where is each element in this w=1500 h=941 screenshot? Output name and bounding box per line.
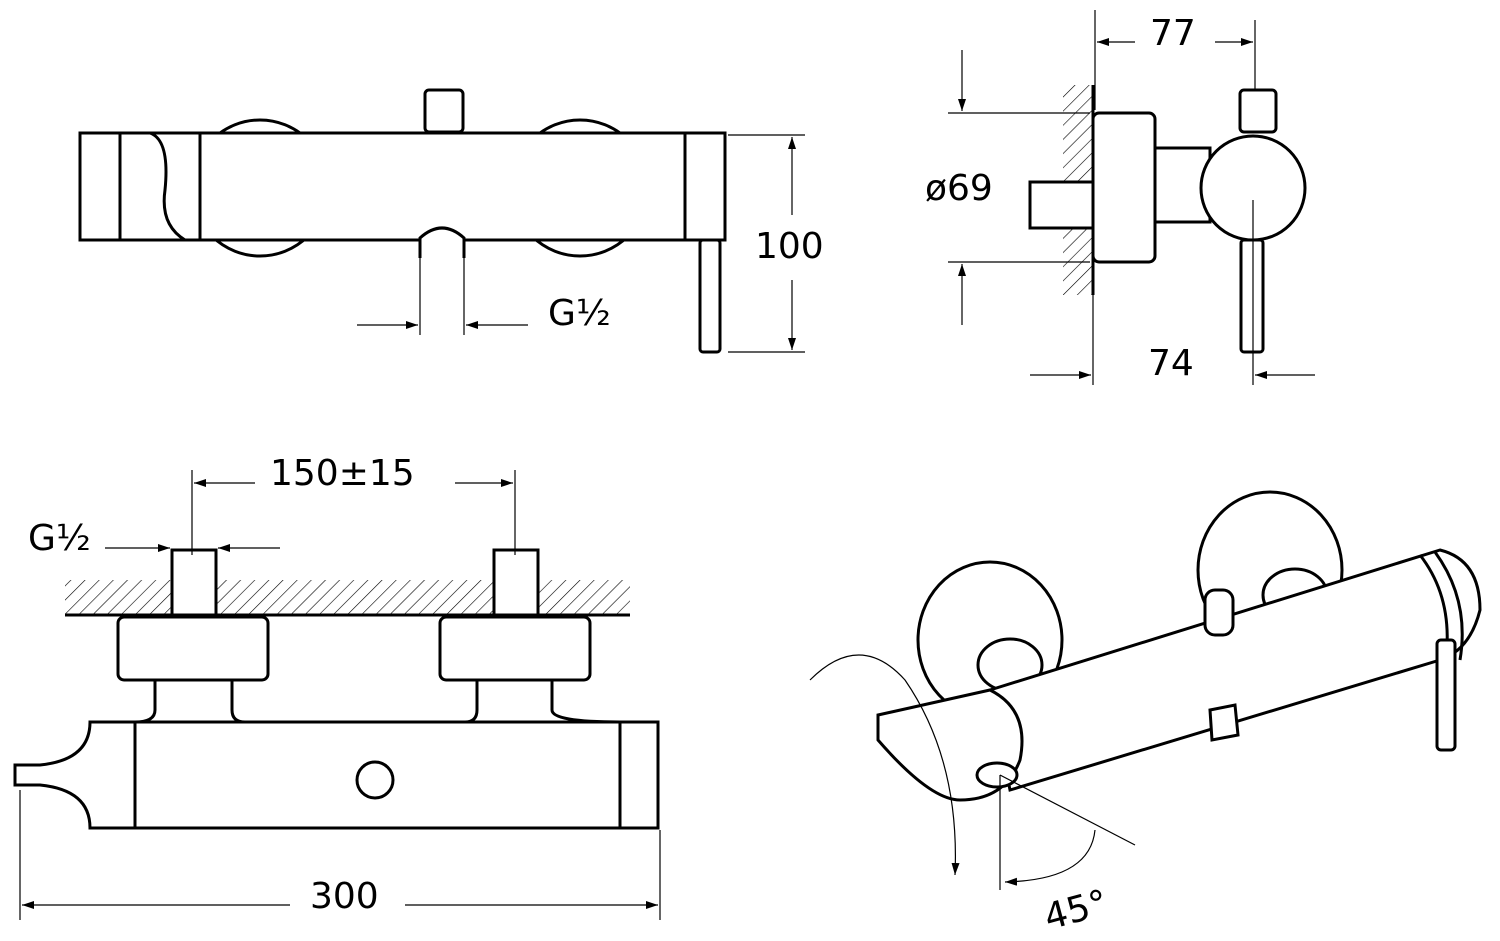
right-rosette: [438, 615, 592, 682]
width-dimension-label: 300: [310, 876, 379, 917]
left-rosette: [116, 615, 270, 682]
inlet-thread-label: G½: [28, 518, 91, 559]
left-inlet: [170, 548, 218, 617]
depth-dimension-label: 77: [1150, 13, 1196, 54]
front-view: 100 G½: [78, 88, 824, 354]
inlet-outlet: [418, 226, 466, 258]
lever-handle: [698, 238, 722, 354]
lever-handle: [1239, 238, 1265, 354]
lever-handle: [1435, 638, 1457, 752]
diverter-knob: [1238, 88, 1278, 134]
wall-hatch: [65, 580, 630, 615]
diameter-dimension-label: ø69: [925, 168, 993, 209]
diverter-knob: [423, 88, 465, 134]
outlet-thread: [1208, 703, 1240, 742]
spout: [13, 720, 137, 830]
side-view: 77 ø69 74: [925, 10, 1315, 385]
offset-dimension-label: 74: [1148, 343, 1194, 384]
top-view: 150±15 G½ 300: [13, 453, 661, 920]
diverter-knob: [1203, 588, 1235, 637]
end-cap: [683, 131, 727, 242]
right-inlet: [492, 548, 540, 617]
rosette-plate: [1091, 111, 1157, 264]
perspective-view: 45°: [809, 490, 1482, 939]
height-dimension-label: 100: [755, 226, 824, 267]
spout: [78, 131, 202, 242]
mixer-body: [198, 131, 687, 242]
rotation-angle-label: 45°: [1040, 882, 1112, 938]
end-cap: [618, 720, 660, 830]
inlet-thread-label: G½: [548, 293, 611, 334]
diverter-outlet: [355, 760, 395, 800]
inlet-pipe: [1028, 180, 1095, 230]
inlet-spacing-label: 150±15: [270, 453, 415, 494]
connectors: [134, 678, 621, 724]
